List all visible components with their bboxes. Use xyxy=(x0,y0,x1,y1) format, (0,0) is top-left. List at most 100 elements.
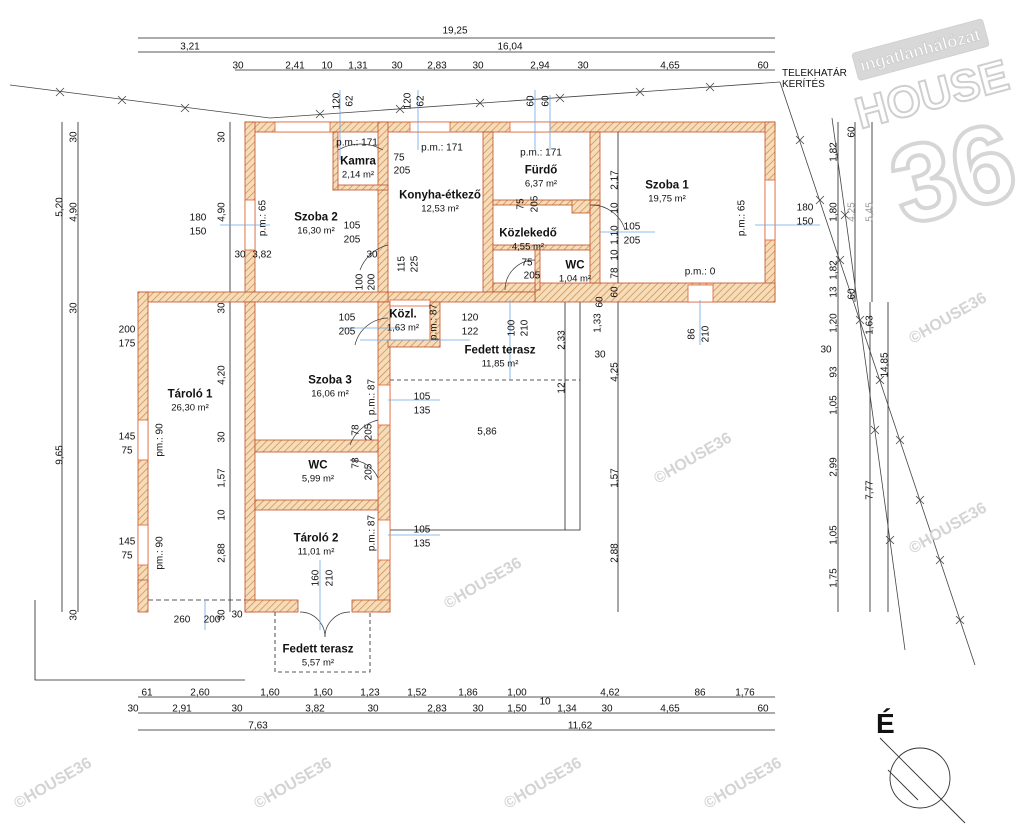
fence-post-mark xyxy=(895,435,905,445)
dimension-text: 10 xyxy=(321,60,333,72)
dimension-text: 2,94 xyxy=(530,60,550,72)
fence-post-mark xyxy=(55,87,65,97)
window xyxy=(409,121,451,133)
opening-dimension-text: 78 xyxy=(350,424,362,436)
opening-dimension-text: 62 xyxy=(344,95,356,107)
opening-dimension-text: 30 xyxy=(231,609,243,621)
dimension-text: 19,25 xyxy=(442,25,468,37)
dimension-text: 14,85 xyxy=(879,352,891,378)
opening-dimension-text: p.m.: 171 xyxy=(520,147,562,159)
dimension-text: 150 xyxy=(189,226,207,238)
opening-dimension-text: pm.: 90 xyxy=(154,423,166,457)
room-area: 5,57 m² xyxy=(301,657,335,669)
opening-dimension-text: p.m.: 87 xyxy=(366,378,378,416)
dimension-text: 1,57 xyxy=(216,468,228,488)
opening-dimension-text: pm.: 90 xyxy=(154,536,166,570)
opening-dimension-text: 122 xyxy=(461,326,479,338)
opening-dimension-text: 205 xyxy=(623,235,641,247)
door-swing xyxy=(299,611,326,638)
opening-dimension-text: 210 xyxy=(519,319,531,337)
wall xyxy=(244,301,256,613)
fence-post-mark xyxy=(475,98,485,108)
wall xyxy=(534,282,776,303)
wall xyxy=(137,291,389,303)
fence-post-mark xyxy=(840,210,850,220)
fence-post-mark xyxy=(915,495,925,505)
dimension-text: 5,20 xyxy=(54,197,66,217)
opening-dimension-text: 260 xyxy=(173,614,191,626)
dimension-text: 61 xyxy=(141,687,153,699)
dimension-text: 1,52 xyxy=(407,687,427,699)
dimension-text: 2,83 xyxy=(427,60,447,72)
room-name: Szoba 2 xyxy=(294,211,338,224)
dimension-text: 30 xyxy=(68,609,80,621)
fence-line-right xyxy=(779,81,976,666)
opening-dimension-text: 205 xyxy=(338,326,356,338)
door-swing xyxy=(504,259,536,291)
door-swing xyxy=(359,244,389,271)
window xyxy=(389,299,431,307)
dimension-text: 30 xyxy=(391,60,403,72)
fence-post-mark xyxy=(180,103,190,113)
wall xyxy=(254,439,379,453)
wall xyxy=(332,184,389,191)
north-label: É xyxy=(876,708,895,739)
dimension-text: 1,10 xyxy=(609,225,621,245)
dimension-text: 4,90 xyxy=(216,202,228,222)
dimension-text: 3,21 xyxy=(180,41,200,53)
opening-dimension-text: 3,82 xyxy=(252,249,272,261)
dimension-text: 180 xyxy=(189,212,207,224)
window xyxy=(509,121,551,133)
opening-dimension-text: 60 xyxy=(540,95,552,107)
dimension-text: 1,33 xyxy=(592,313,604,333)
window xyxy=(274,121,331,133)
dimension-text: 2,83 xyxy=(427,703,447,715)
window xyxy=(137,419,149,461)
dimension-text: 1,63 xyxy=(864,315,876,335)
dimension-text: 4,65 xyxy=(660,60,680,72)
room-name: Konyha-étkező xyxy=(399,189,481,202)
dimension-text: 30 xyxy=(594,349,606,361)
opening-dimension-text: p.m.: 171 xyxy=(336,137,378,149)
room-area: 1,04 m² xyxy=(558,273,592,285)
dimension-text: 200 xyxy=(118,324,136,336)
room-area: 12,53 m² xyxy=(421,203,459,215)
room-name: Közl. xyxy=(389,308,417,321)
fence-post-mark xyxy=(870,425,880,435)
wall xyxy=(254,499,379,511)
opening-dimension-text: 120 xyxy=(331,92,343,110)
dimension-text: 60 xyxy=(594,296,606,308)
dimension-text: 30 xyxy=(601,703,613,715)
room-area: 26,30 m² xyxy=(171,402,209,414)
dimension-text: 150 xyxy=(796,216,814,228)
dimension-text: 1,00 xyxy=(507,687,527,699)
dimension-text: 10 xyxy=(216,509,228,521)
dimension-text: 1,05 xyxy=(828,525,840,545)
dimension-text: 30 xyxy=(577,60,589,72)
opening-dimension-text: 135 xyxy=(413,405,431,417)
dimension-text: 2,60 xyxy=(190,687,210,699)
dimension-text: 30 xyxy=(216,302,228,314)
dimension-text: 4,62 xyxy=(600,687,620,699)
dimension-text: 30 xyxy=(68,131,80,143)
dimension-text: 10 xyxy=(609,202,621,214)
door-swing xyxy=(589,204,626,231)
dimension-text: 60 xyxy=(757,703,769,715)
fence-post-mark xyxy=(875,375,885,385)
dimension-text: 30 xyxy=(127,703,139,715)
opening-dimension-text: 75 xyxy=(521,257,533,269)
wall xyxy=(571,199,591,214)
dimension-text: 3,82 xyxy=(305,703,325,715)
opening-dimension-text: 105 xyxy=(338,312,356,324)
dimension-text: 75 xyxy=(121,550,133,562)
opening-dimension-text: 120 xyxy=(461,312,479,324)
dimension-text: 1,05 xyxy=(828,395,840,415)
opening-dimension-text: p.m.: 65 xyxy=(736,199,748,237)
dimension-text: 145 xyxy=(118,536,136,548)
window xyxy=(687,284,714,303)
opening-dimension-text: p.m.: 87 xyxy=(366,514,378,552)
dimension-text: 175 xyxy=(118,338,136,350)
dimension-text: 1,57 xyxy=(609,468,621,488)
dimension-text: 1,76 xyxy=(735,687,755,699)
